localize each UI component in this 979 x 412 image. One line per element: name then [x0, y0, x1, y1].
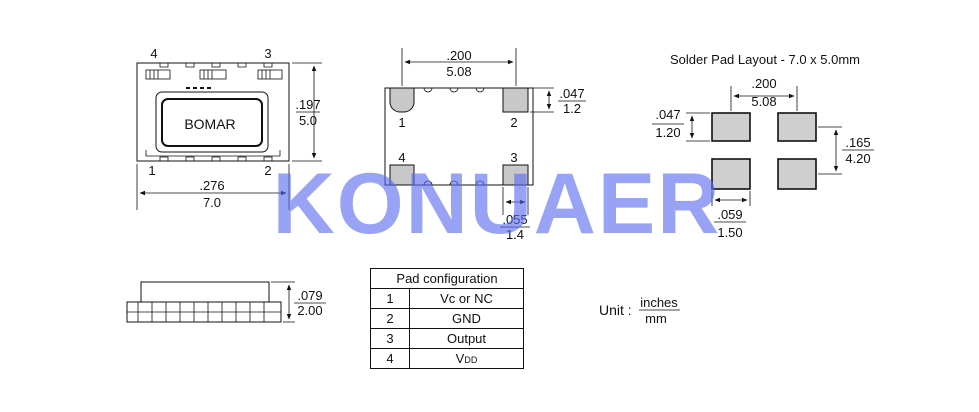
solder-span-dimension: .165 4.20 — [818, 126, 874, 175]
bottom-view-body — [384, 87, 534, 186]
top-pin-3: 3 — [264, 46, 271, 61]
bottom-pad-height-dimension: .047 1.2 — [530, 86, 586, 116]
top-height-dimension: .197 5.0 — [292, 62, 322, 162]
bottom-pad-3 — [502, 164, 529, 186]
pad-function: Output — [409, 328, 524, 349]
bottom-pad-1 — [389, 87, 415, 113]
table-row: 3 Output — [370, 328, 524, 349]
table-row: 2 GND — [370, 308, 524, 329]
bottom-pad-h-mm: 1.2 — [563, 101, 581, 116]
unit-numerator: inches — [640, 295, 678, 310]
solder-span-in: .165 — [845, 135, 870, 150]
solder-pad-tr — [777, 112, 817, 142]
table-title: Pad configuration — [370, 268, 524, 289]
unit-label: Unit : — [599, 302, 632, 318]
bottom-pin-4: 4 — [398, 150, 405, 165]
bottom-view: 1 2 4 3 .200 5.08 .047 1.2 .055 1.4 — [384, 48, 586, 242]
solder-pad-w-mm: 1.50 — [717, 225, 742, 240]
solder-pad-h-mm: 1.20 — [655, 125, 680, 140]
top-pin-1: 1 — [148, 163, 155, 178]
pad-number: 2 — [370, 308, 410, 329]
side-height-mm: 2.00 — [297, 303, 322, 318]
bottom-pin-1: 1 — [398, 115, 405, 130]
pad-number: 1 — [370, 288, 410, 309]
solder-span-mm: 4.20 — [845, 151, 870, 166]
logo-text: BOMAR — [184, 116, 235, 132]
solder-pad-br — [777, 158, 817, 190]
unit-denominator: mm — [645, 311, 667, 326]
unit-legend: Unit : inches mm — [599, 295, 680, 326]
top-width-dimension: .276 7.0 — [136, 164, 290, 210]
side-height-in: .079 — [297, 288, 322, 303]
side-view: .079 2.00 — [126, 281, 326, 323]
top-width-mm: 7.0 — [203, 195, 221, 210]
solder-pad-tl — [711, 112, 751, 142]
top-view-body — [136, 62, 290, 162]
top-view: BOMAR 4 3 1 2 .197 5.0 .276 7.0 — [136, 46, 322, 210]
top-height-in: .197 — [295, 97, 320, 112]
vdd-main: V — [455, 351, 465, 366]
solder-pad-h-in: .047 — [655, 107, 680, 122]
solder-layout-title: Solder Pad Layout - 7.0 x 5.0mm — [670, 52, 860, 67]
solder-pad-height-dimension: .047 1.20 — [652, 107, 710, 142]
top-height-mm: 5.0 — [299, 113, 317, 128]
pad-number: 4 — [370, 348, 410, 369]
top-castellations — [159, 63, 273, 161]
pad-function-vdd: VDD — [409, 348, 524, 369]
side-height-dimension: .079 2.00 — [271, 281, 326, 323]
bottom-pad-2 — [502, 87, 529, 113]
pad-function: GND — [409, 308, 524, 329]
table-row: 1 Vc or NC — [370, 288, 524, 309]
solder-pad-width-dimension: .059 1.50 — [711, 191, 751, 240]
logo-frame-inner — [161, 98, 263, 147]
watermark-text: KONUAER — [273, 156, 722, 252]
bottom-pad-h-in: .047 — [559, 86, 584, 101]
logo-frame-outer — [155, 91, 269, 153]
bottom-pin-2: 2 — [510, 115, 517, 130]
table-row: 4 VDD — [370, 348, 524, 369]
top-pin-2: 2 — [264, 163, 271, 178]
solder-pitch-dimension: .200 5.08 — [730, 76, 798, 111]
solder-pad-w-in: .059 — [717, 207, 742, 222]
bottom-pad-4 — [389, 164, 415, 186]
pad-configuration-table: Pad configuration 1 Vc or NC 2 GND 3 Out… — [370, 268, 524, 369]
solder-pitch-in: .200 — [751, 76, 776, 91]
table-header-row: Pad configuration — [370, 268, 524, 289]
bottom-pad-w-in: .055 — [502, 212, 527, 227]
solder-pad-layout: Solder Pad Layout - 7.0 x 5.0mm .200 5.0… — [652, 52, 874, 240]
bottom-pin-3: 3 — [510, 150, 517, 165]
solder-pitch-mm: 5.08 — [751, 94, 776, 109]
bottom-pad-width-dimension: .055 1.4 — [500, 187, 530, 242]
top-pad-mid — [199, 69, 227, 80]
side-view-lid — [140, 281, 270, 303]
top-pin-4: 4 — [150, 46, 157, 61]
bottom-pitch-in: .200 — [446, 48, 471, 63]
pad-function: Vc or NC — [409, 288, 524, 309]
bottom-pitch-mm: 5.08 — [446, 64, 471, 79]
vdd-subscript: DD — [464, 355, 478, 365]
bottom-pad-w-mm: 1.4 — [506, 227, 524, 242]
pad-number: 3 — [370, 328, 410, 349]
solder-pad-bl — [711, 158, 751, 190]
bottom-pitch-dimension: .200 5.08 — [401, 48, 517, 86]
top-width-in: .276 — [199, 178, 224, 193]
